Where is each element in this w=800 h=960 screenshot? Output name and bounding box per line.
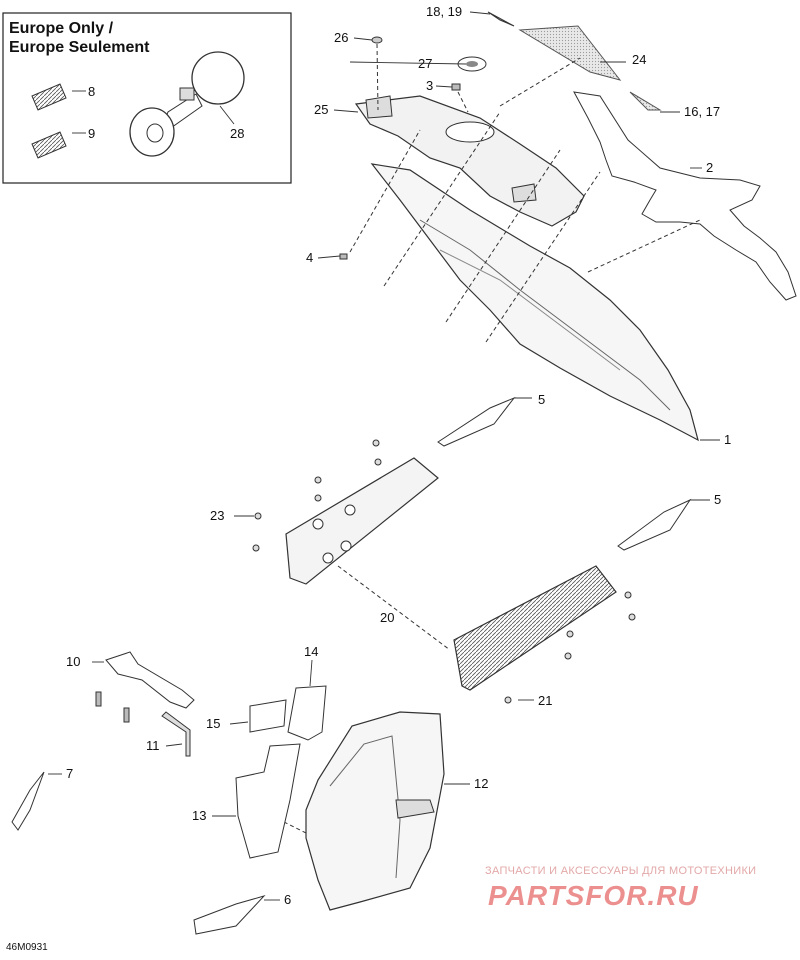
callout-3: 3	[426, 78, 433, 93]
deflector-part-5-upper	[437, 396, 516, 447]
callout-12: 12	[474, 776, 488, 791]
callout-5-lower: 5	[714, 492, 721, 507]
callout-7: 7	[66, 766, 73, 781]
footrest-grate-part-20	[453, 565, 617, 691]
callout-8: 8	[88, 84, 95, 99]
callout-14: 14	[304, 644, 318, 659]
foam-part-15	[249, 699, 287, 733]
reflector-part-9	[31, 131, 67, 159]
screw-part-3	[451, 83, 461, 91]
callout-28: 28	[230, 126, 244, 141]
drawing-code: 46M0931	[6, 942, 48, 953]
callout-23: 23	[210, 508, 224, 523]
callout-26: 26	[334, 30, 348, 45]
body-part-1	[370, 163, 699, 442]
watermark-subtitle: ЗАПЧАСТИ И АКСЕССУАРЫ ДЛЯ МОТОТЕХНИКИ	[485, 865, 757, 877]
callout-6: 6	[284, 892, 291, 907]
deflector-part-7	[11, 771, 45, 831]
reflector-part-8	[31, 83, 67, 111]
screw-part-26	[371, 36, 383, 44]
callout-11: 11	[146, 738, 160, 753]
watermark-logo: PARTSFOR.RU	[488, 880, 699, 911]
inset-title-line1: Europe Only /	[9, 20, 114, 37]
sticker-part-18-19	[487, 11, 515, 27]
tool-part-10	[95, 651, 195, 723]
callout-13: 13	[192, 808, 206, 823]
inset-title: Europe Only / Europe Seulement	[9, 19, 149, 57]
callout-1: 1	[724, 432, 731, 447]
upper-panel-part-25	[354, 95, 585, 227]
decal-part-24	[518, 25, 622, 81]
foam-part-14	[287, 685, 327, 741]
callout-5-upper: 5	[538, 392, 545, 407]
callout-25: 25	[314, 102, 328, 117]
callout-16-17: 16, 17	[684, 104, 720, 119]
callout-9: 9	[88, 126, 95, 141]
washers-part-23	[252, 439, 382, 552]
callout-15: 15	[206, 716, 220, 731]
callout-2: 2	[706, 160, 713, 175]
footrest-plate-part-23	[285, 457, 439, 585]
washers-part-21	[504, 591, 636, 704]
decal-part-16-17	[629, 91, 662, 111]
deflector-part-5-lower	[617, 498, 692, 551]
deflector-part-6	[193, 895, 266, 935]
leader-lines	[48, 11, 720, 901]
callout-20: 20	[380, 610, 394, 625]
callout-18-19: 18, 19	[426, 4, 462, 19]
inset-box	[2, 12, 292, 184]
callout-4: 4	[306, 250, 313, 265]
storage-bin-part-12	[305, 711, 445, 911]
gasket-part-2	[573, 91, 797, 301]
inset-title-line2: Europe Seulement	[9, 39, 150, 56]
callout-10: 10	[66, 654, 80, 669]
foam-part-13	[235, 743, 301, 859]
callout-24: 24	[632, 52, 646, 67]
hex-key-part-11	[161, 711, 191, 757]
screw-part-4	[339, 253, 348, 260]
horn-part-28	[129, 51, 245, 157]
callout-27: 27	[418, 56, 432, 71]
callout-21: 21	[538, 693, 552, 708]
